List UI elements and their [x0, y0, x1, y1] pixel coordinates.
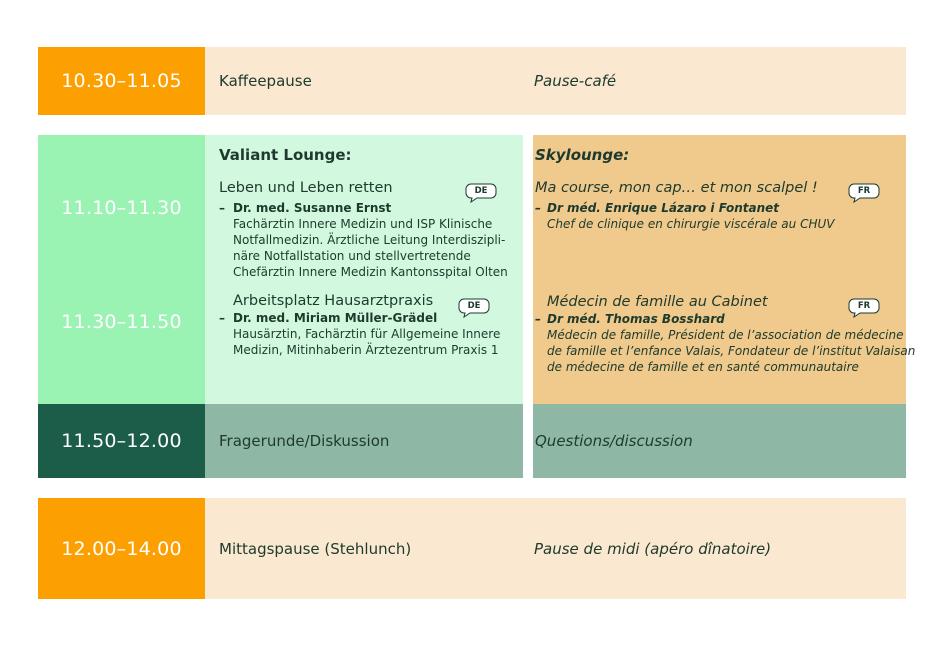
time-label: 11.50–12.00	[61, 430, 182, 452]
description-line: Medizin, Mitinhaberin Ärztezentrum Praxi…	[233, 343, 499, 357]
description-line: de médecine de famille et en santé commu…	[547, 360, 859, 374]
description-line: Médecin de famille, Président de l’assoc…	[547, 328, 904, 342]
de-track-panel	[205, 135, 523, 404]
time-slot-session-1: 11.10–11.30	[38, 190, 205, 226]
de-talk-1-description: Fachärztin Innere Medizin und ISP Klinis…	[233, 216, 508, 280]
language-de-speech-bubble-icon: DE	[465, 183, 497, 203]
lunch-fr: Pause de midi (apéro dînatoire)	[520, 498, 900, 599]
qa-de: Fragerunde/Diskussion	[205, 404, 523, 478]
de-talk-1-speaker: – Dr. med. Susanne Ernst	[219, 201, 391, 215]
time-label: 11.10–11.30	[61, 197, 182, 219]
description-line: Notfallmedizin. Ärztliche Leitung Interd…	[233, 233, 506, 247]
time-slot-session-2: 11.30–11.50	[38, 304, 205, 340]
qa-label-de: Fragerunde/Diskussion	[219, 432, 390, 450]
de-talk-2-title: Arbeitsplatz Hausarztpraxis	[233, 293, 434, 309]
fr-talk-2-speaker: – Dr méd. Thomas Bosshard	[535, 312, 725, 326]
fr-talk-1-title: Ma course, mon cap… et mon scalpel !	[535, 180, 818, 196]
time-label: 11.30–11.50	[61, 311, 182, 333]
description-line: näre Notfallstation und stellvertretende	[233, 249, 471, 263]
lunch-label-fr: Pause de midi (apéro dînatoire)	[534, 539, 772, 558]
language-de-speech-bubble-icon: DE	[458, 298, 490, 318]
dash: –	[535, 201, 541, 215]
language-fr-speech-bubble-icon: FR	[848, 183, 880, 203]
time-label: 10.30–11.05	[61, 70, 182, 92]
de-talk-2-description: Hausärztin, Fachärztin für Allgemeine In…	[233, 326, 500, 358]
speaker-name: Dr. med. Miriam Müller-Grädel	[233, 311, 438, 325]
break-label-fr: Pause-café	[534, 72, 617, 90]
de-talk-1-title: Leben und Leben retten	[219, 180, 393, 196]
coffee-break-fr: Pause-café	[520, 47, 900, 115]
time-label: 12.00–14.00	[61, 537, 182, 560]
speaker-name: Dr méd. Thomas Bosshard	[547, 312, 725, 326]
description-line: Hausärztin, Fachärztin für Allgemeine In…	[233, 327, 501, 341]
language-tag: DE	[474, 186, 488, 196]
language-tag: FR	[857, 301, 871, 311]
speaker-name: Dr. med. Susanne Ernst	[233, 201, 392, 215]
lunch-de: Mittagspause (Stehlunch)	[205, 498, 906, 599]
description-line: Chef de clinique en chirurgie viscérale …	[547, 217, 835, 231]
time-slot-qa: 11.50–12.00	[38, 404, 205, 478]
de-talk-2-speaker: – Dr. med. Miriam Müller-Grädel	[219, 311, 437, 325]
language-fr-speech-bubble-icon: FR	[848, 298, 880, 318]
description-line: Fachärztin Innere Medizin und ISP Klinis…	[233, 217, 493, 231]
fr-talk-1-speaker: – Dr méd. Enrique Lázaro i Fontanet	[535, 201, 779, 215]
session-time-column	[38, 135, 205, 404]
qa-fr: Questions/discussion	[533, 404, 906, 478]
fr-room-title: Skylounge:	[535, 146, 630, 164]
fr-talk-2-title: Médecin de famille au Cabinet	[547, 294, 768, 310]
time-slot-lunch: 12.00–14.00	[38, 498, 205, 599]
speaker-name: Dr méd. Enrique Lázaro i Fontanet	[547, 201, 780, 215]
description-line: Chefärztin Innere Medizin Kantonsspital …	[233, 265, 508, 279]
dash: –	[535, 312, 541, 326]
fr-talk-1-description: Chef de clinique en chirurgie viscérale …	[547, 216, 834, 232]
dash: –	[219, 201, 225, 215]
qa-label-fr: Questions/discussion	[535, 432, 693, 450]
break-label-de: Kaffeepause	[219, 72, 312, 90]
coffee-break-de: Kaffeepause	[205, 47, 906, 115]
fr-talk-2-description: Médecin de famille, Président de l’assoc…	[547, 327, 915, 375]
description-line: de famille et l’enfance Valais, Fondateu…	[547, 344, 916, 358]
time-slot-coffee-break: 10.30–11.05	[38, 47, 205, 115]
dash: –	[219, 311, 225, 325]
language-tag: FR	[857, 186, 871, 196]
language-tag: DE	[467, 301, 481, 311]
fr-track-panel	[533, 135, 906, 404]
de-room-title: Valiant Lounge:	[219, 146, 352, 164]
lunch-label-de: Mittagspause (Stehlunch)	[219, 539, 412, 558]
